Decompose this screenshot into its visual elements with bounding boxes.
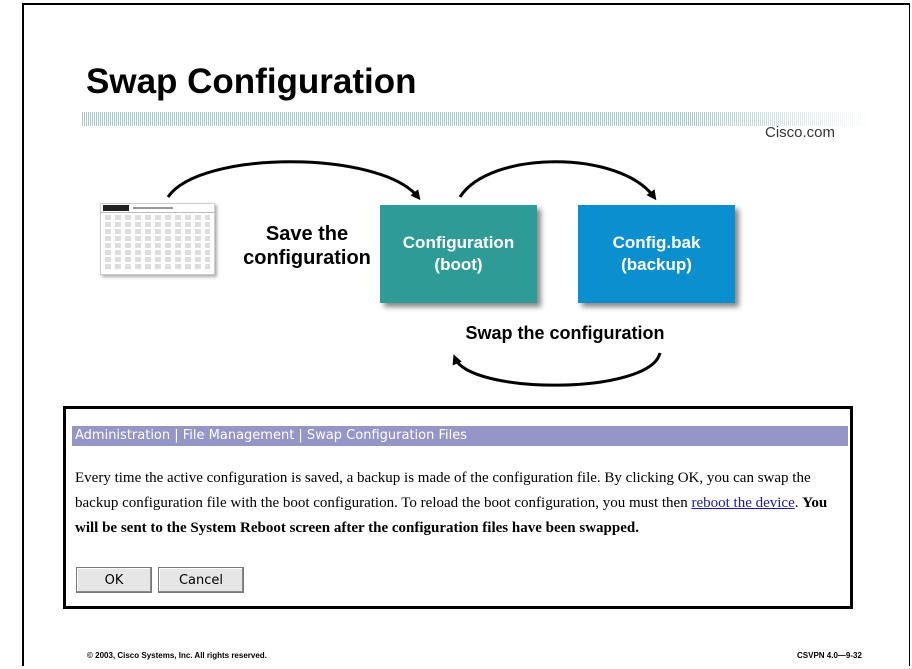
swap-config-panel: Administration | File Management | Swap … <box>63 406 853 609</box>
config-backup-box: Config.bak (backup) <box>578 205 735 303</box>
brand-label: Cisco.com <box>765 124 836 141</box>
backup-box-line2: (backup) <box>621 255 692 274</box>
ok-button[interactable]: OK <box>76 567 152 593</box>
panel-description: Every time the active configuration is s… <box>75 466 845 541</box>
panel-breadcrumb: Administration | File Management | Swap … <box>72 426 848 446</box>
slide-frame <box>22 3 910 666</box>
backup-box-line1: Config.bak <box>612 233 701 252</box>
cancel-button[interactable]: Cancel <box>158 567 244 593</box>
boot-box-line1: Configuration <box>402 233 515 252</box>
title-underline-bar <box>82 112 872 126</box>
description-period: . <box>794 495 803 511</box>
configuration-boot-box: Configuration (boot) <box>380 205 537 303</box>
boot-box-line2: (boot) <box>434 255 483 274</box>
reboot-device-link[interactable]: reboot the device <box>691 495 795 511</box>
description-bold-note: You will be sent to the System Reboot sc… <box>75 495 828 536</box>
admin-screen-thumbnail <box>100 203 215 275</box>
slide-title: Swap Configuration <box>86 62 417 101</box>
swap-configuration-label: Swap the configuration <box>465 323 665 343</box>
save-configuration-label: Save the configuration <box>243 223 371 269</box>
slide-number-footer: CSVPN 4.0—9-32 <box>797 651 862 660</box>
copyright-footer: © 2003, Cisco Systems, Inc. All rights r… <box>87 651 267 660</box>
description-text: Every time the active configuration is s… <box>75 470 811 511</box>
